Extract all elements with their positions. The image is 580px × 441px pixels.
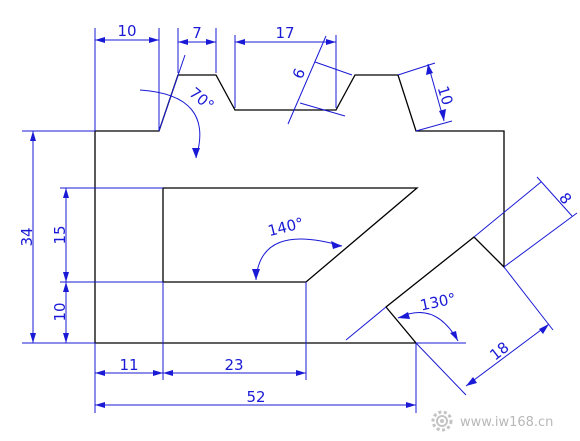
dimension-lines	[22, 28, 578, 413]
dim-window-bottom-offset: 10	[51, 302, 69, 321]
dim-top-left-width: 10	[117, 22, 136, 40]
dim-window-angle: 140°	[266, 214, 305, 240]
dim-right-tooth-height: 10	[434, 84, 457, 108]
dim-overall-height: 34	[18, 227, 36, 246]
dim-window-left-offset: 11	[119, 356, 138, 374]
dimension-labels: 10 7 17 6 10 70° 34 15 10 140° 11 23 52 …	[18, 22, 575, 406]
dim-window-width: 23	[224, 356, 243, 374]
dim-notch-length: 18	[486, 338, 512, 364]
dim-notch-depth: 8	[555, 189, 575, 208]
dim-window-height: 15	[51, 225, 69, 244]
watermark: www.iw168.cn	[431, 410, 553, 432]
dim-tooth-angle: 70°	[186, 84, 218, 115]
dim-slot-depth: 6	[289, 66, 309, 82]
gear-icon	[431, 410, 453, 432]
watermark-text: www.iw168.cn	[460, 415, 553, 430]
dim-overall-width: 52	[246, 388, 265, 406]
dim-corner-angle: 130°	[418, 289, 457, 314]
outer-profile	[94, 74, 505, 344]
dim-top-slot-width: 17	[275, 24, 294, 42]
dim-tooth-width: 7	[192, 24, 202, 42]
dimension-arrows	[30, 37, 549, 408]
